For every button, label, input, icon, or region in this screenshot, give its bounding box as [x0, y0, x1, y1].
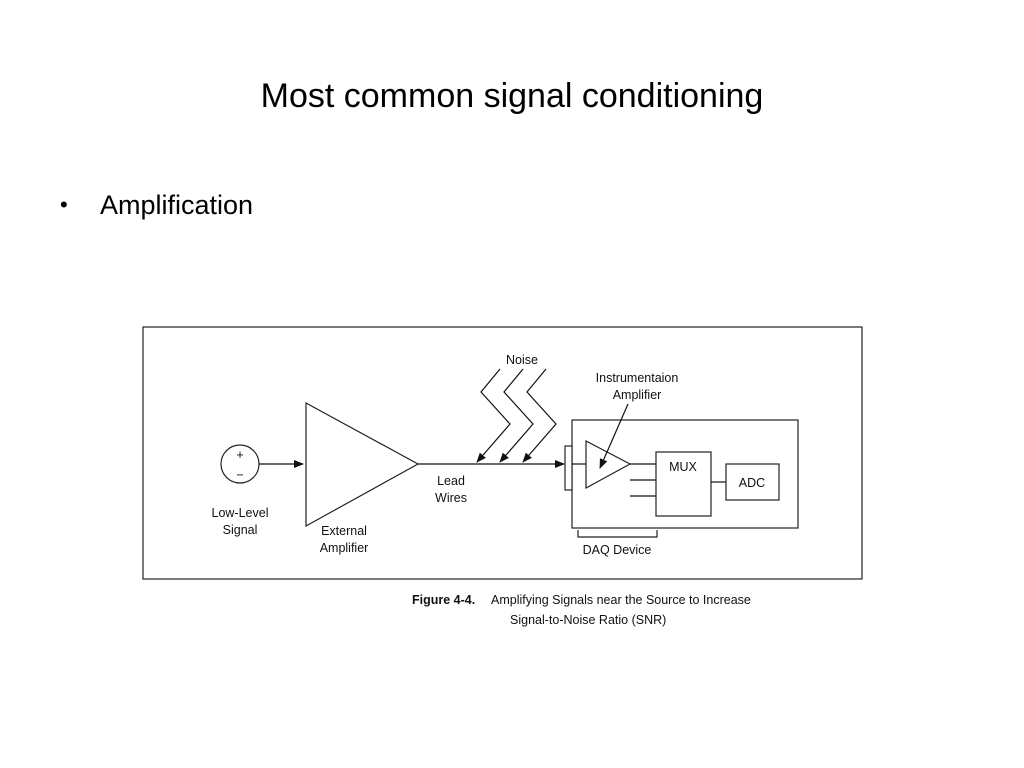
external-amplifier-label-line1: External — [321, 524, 367, 538]
instrumentation-amplifier-pointer — [599, 403, 629, 469]
daq-device-label: DAQ Device — [583, 543, 652, 557]
bullet-text: Amplification — [100, 190, 254, 220]
lead-wires-label-line2: Wires — [435, 491, 467, 505]
instrumentation-amplifier-label-line1: Instrumentaion — [596, 371, 679, 385]
figure-caption-line1: Amplifying Signals near the Source to In… — [491, 593, 751, 607]
external-amplifier-label-line2: Amplifier — [320, 541, 369, 555]
instrumentation-amplifier-label-line2: Amplifier — [613, 388, 662, 402]
adc-label: ADC — [739, 476, 765, 490]
noise-label: Noise — [506, 353, 538, 367]
figure-frame — [142, 326, 863, 580]
bullet-dot: • — [60, 192, 68, 217]
noise-icon — [476, 368, 557, 463]
instrumentation-amplifier-triangle — [585, 440, 632, 490]
daq-device-bracket — [577, 530, 658, 538]
slide-title: Most common signal conditioning — [260, 77, 764, 115]
mux-box — [655, 451, 712, 517]
low-level-signal-label-line1: Low-Level — [212, 506, 269, 520]
source-minus-label: − — [236, 468, 243, 482]
external-amplifier-triangle — [305, 401, 420, 528]
bullet-item: • Amplification — [60, 186, 253, 224]
daq-connector — [564, 445, 573, 491]
figure-caption-number: Figure 4-4. — [412, 593, 475, 607]
lead-wires-label-line1: Lead — [437, 474, 465, 488]
signal-source-icon: + − — [220, 444, 260, 484]
source-plus-label: + — [236, 448, 243, 462]
figure-caption-line2: Signal-to-Noise Ratio (SNR) — [510, 613, 666, 627]
mux-label: MUX — [669, 460, 697, 474]
adc-box — [725, 463, 780, 501]
low-level-signal-label-line2: Signal — [223, 523, 258, 537]
